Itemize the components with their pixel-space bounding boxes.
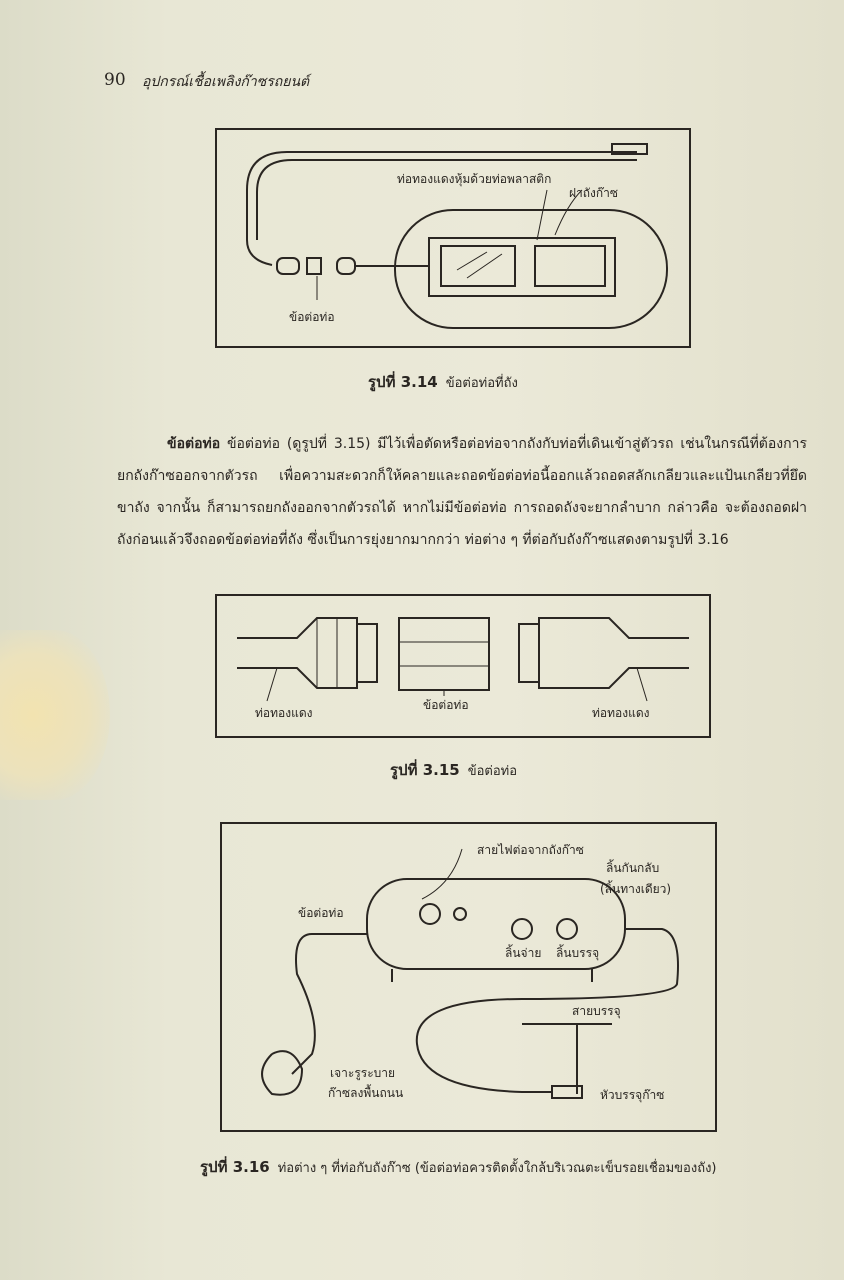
label-fill-hose: สายบรรจุ	[572, 1004, 621, 1018]
tank-piping-drawing	[261, 848, 679, 1099]
label-copper-pipe-right: ท่อทองแดง	[592, 706, 650, 720]
label-drain-hole: เจาะรูระบาย	[330, 1066, 396, 1080]
caption-number: รูปที่ 3.16	[200, 1158, 270, 1176]
caption-text: ข้อต่อท่อ	[467, 764, 518, 779]
label-pipe-connector: ข้อต่อท่อ	[298, 906, 344, 920]
page-stain	[0, 630, 110, 800]
caption-3-16: รูปที่ 3.16 ท่อต่าง ๆ ที่ท่อกับถังก๊าซ (ข…	[200, 1155, 717, 1179]
pipe-connector-drawing	[237, 617, 689, 702]
figure-3-15: ท่อทองแดง ข้อต่อท่อ ท่อทองแดง	[215, 594, 711, 738]
label-fill-valve: ลิ้นบรรจุ	[556, 946, 600, 960]
tank-lid-drawing	[246, 143, 668, 329]
caption-number: รูปที่ 3.15	[390, 761, 460, 779]
caption-text: ข้อต่อท่อที่ถัง	[445, 376, 518, 391]
label-tank-lid: ฝาถังก๊าซ	[569, 186, 619, 200]
label-wire-from-tank: สายไฟต่อจากถังก๊าซ	[477, 843, 584, 857]
paragraph-body: ข้อต่อท่อ (ดูรูปที่ 3.15) มีไว้เพื่อตัดห…	[117, 436, 808, 548]
caption-3-15: รูปที่ 3.15 ข้อต่อท่อ	[390, 758, 517, 782]
body-paragraph: ข้อต่อท่อ ข้อต่อท่อ (ดูรูปที่ 3.15) มีไว…	[117, 428, 807, 556]
paragraph-lead: ข้อต่อท่อ	[167, 436, 221, 452]
label-pipe-connector: ข้อต่อท่อ	[289, 310, 335, 324]
caption-3-14: รูปที่ 3.14 ข้อต่อท่อที่ถัง	[368, 370, 518, 394]
label-gas-fill-nozzle: หัวบรรจุก๊าซ	[600, 1088, 665, 1102]
caption-number: รูปที่ 3.14	[368, 373, 438, 391]
label-check-valve: ลิ้นกันกลับ	[606, 861, 660, 875]
label-supply-valve: ลิ้นจ่าย	[505, 946, 542, 960]
label-copper-pipe-left: ท่อทองแดง	[255, 706, 313, 720]
page-number: 90	[104, 70, 126, 90]
running-header: อุปกรณ์เชื้อเพลิงก๊าซรถยนต์	[142, 74, 310, 90]
label-gas-to-road: ก๊าซลงพื้นถนน	[328, 1086, 404, 1100]
label-plastic-covered-copper-pipe: ท่อทองแดงหุ้มด้วยท่อพลาสติก	[397, 172, 552, 186]
caption-text: ท่อต่าง ๆ ที่ท่อกับถังก๊าซ (ข้อต่อท่อควร…	[277, 1161, 717, 1176]
figure-3-14: ท่อทองแดงหุ้มด้วยท่อพลาสติก ฝาถังก๊าซ ข้…	[215, 128, 691, 348]
figure-3-16: สายไฟต่อจากถังก๊าซ ลิ้นกันกลับ (ลิ้นทางเ…	[220, 822, 717, 1132]
label-pipe-connector: ข้อต่อท่อ	[423, 698, 469, 712]
label-one-way-valve: (ลิ้นทางเดียว)	[600, 882, 672, 896]
